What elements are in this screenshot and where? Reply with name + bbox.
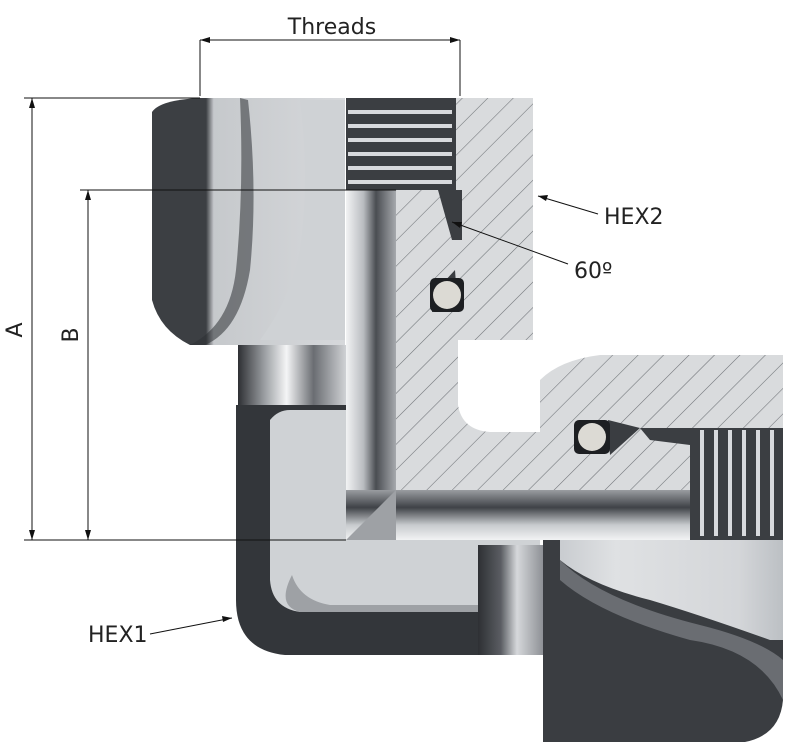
vertical-bore bbox=[346, 190, 396, 540]
dimension-b-label: B bbox=[59, 327, 84, 342]
vertical-neck bbox=[238, 345, 346, 405]
right-nut bbox=[543, 540, 783, 742]
hex2-label: HEX2 bbox=[604, 205, 664, 230]
right-o-ring bbox=[574, 420, 640, 455]
dimension-a-label: A bbox=[3, 322, 28, 337]
horizontal-bore bbox=[346, 490, 690, 540]
angle-label: 60º bbox=[574, 259, 612, 284]
horizontal-neck bbox=[478, 545, 543, 655]
threads-label: Threads bbox=[287, 15, 376, 40]
dimension-lines bbox=[24, 39, 599, 635]
hex1-label: HEX1 bbox=[88, 623, 148, 648]
right-threads bbox=[640, 428, 783, 540]
top-threads bbox=[346, 98, 462, 240]
dimension-arrowheads bbox=[29, 37, 548, 622]
hex2-nut bbox=[152, 98, 345, 345]
vertical-section bbox=[395, 98, 783, 490]
top-o-ring bbox=[430, 270, 464, 312]
